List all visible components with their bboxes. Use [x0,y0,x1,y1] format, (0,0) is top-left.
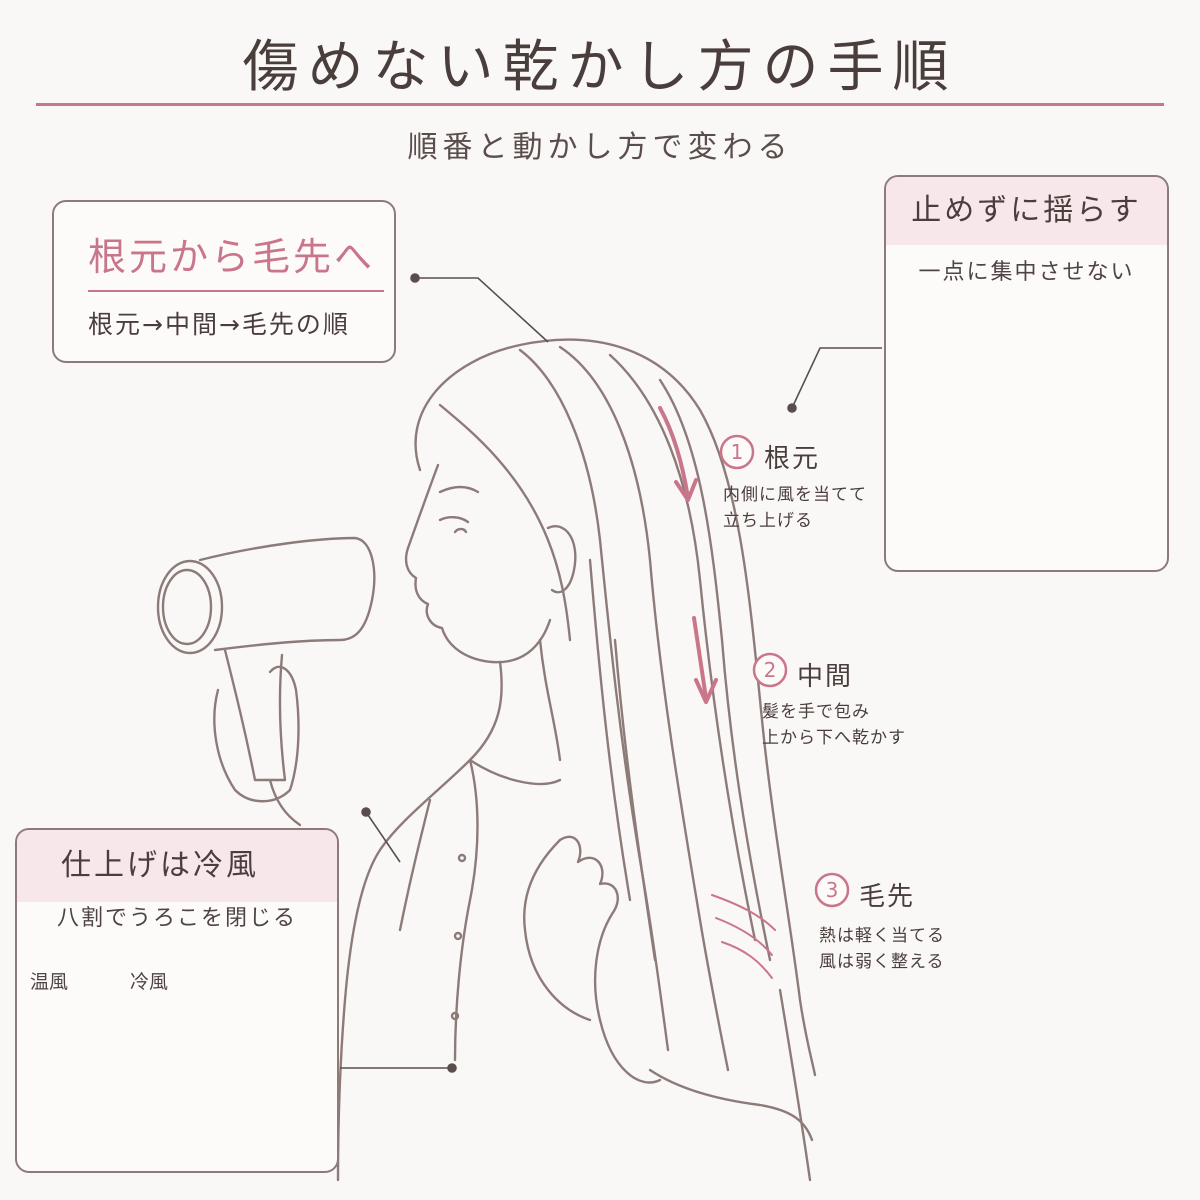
step-2-number: 2 [764,658,777,682]
cool-finish-text: 八割でうろこを閉じる [56,906,297,931]
warm-air-label: 温風 [30,971,69,993]
step-2-badge [752,652,788,688]
keep-moving-text: 一点に集中させない [918,260,1135,285]
hair-outline [414,338,817,1077]
keep-moving-title: 止めずに揺らす [886,177,1167,245]
leader-sway [791,347,882,409]
airflow-tips [711,894,776,979]
step-1-title: 根元 [764,444,821,474]
cool-finish-title: 仕上げは冷風 [17,830,337,902]
step-3-title: 毛先 [859,882,916,912]
page-title: 傷めない乾かし方の手順 [242,35,958,100]
step-3-badge [814,872,850,908]
step-3-desc-line1: 熱は軽く当てる [819,926,945,946]
keep-moving-box: 止めずに揺らす [884,175,1169,572]
title-underline [36,103,1164,106]
step-2-desc-line2: 上から下へ乾かす [762,728,906,748]
down-arrow-root [658,406,690,500]
step-1-desc-line1: 内側に風を当てて [723,485,867,505]
hand-outline [558,835,662,1084]
step-2-desc-line1: 髪を手で包み [762,702,870,722]
root-to-tip-divider [88,290,384,292]
step-1-badge [719,434,755,470]
cool-finish-box: 仕上げは冷風 [15,828,339,1173]
face-outline [404,463,552,664]
down-arrow-middle [692,616,708,700]
root-to-tip-title: 根元から毛先へ [88,235,376,279]
root-to-tip-text: 根元→中間→毛先の順 [88,310,350,339]
step-1-number: 1 [731,440,744,464]
page-subtitle: 順番と動かし方で変わる [407,130,793,165]
hair-dryer [198,536,376,652]
step-3-desc-line2: 風は弱く整える [819,952,945,972]
root-to-tip-box [52,200,396,363]
leader-root [415,277,549,343]
step-2-title: 中間 [797,662,854,692]
cool-air-label: 冷風 [130,971,169,993]
step-3-number: 3 [826,878,839,902]
leader-cool-top [365,811,401,863]
step-1-desc-line2: 立ち上げる [723,511,813,531]
